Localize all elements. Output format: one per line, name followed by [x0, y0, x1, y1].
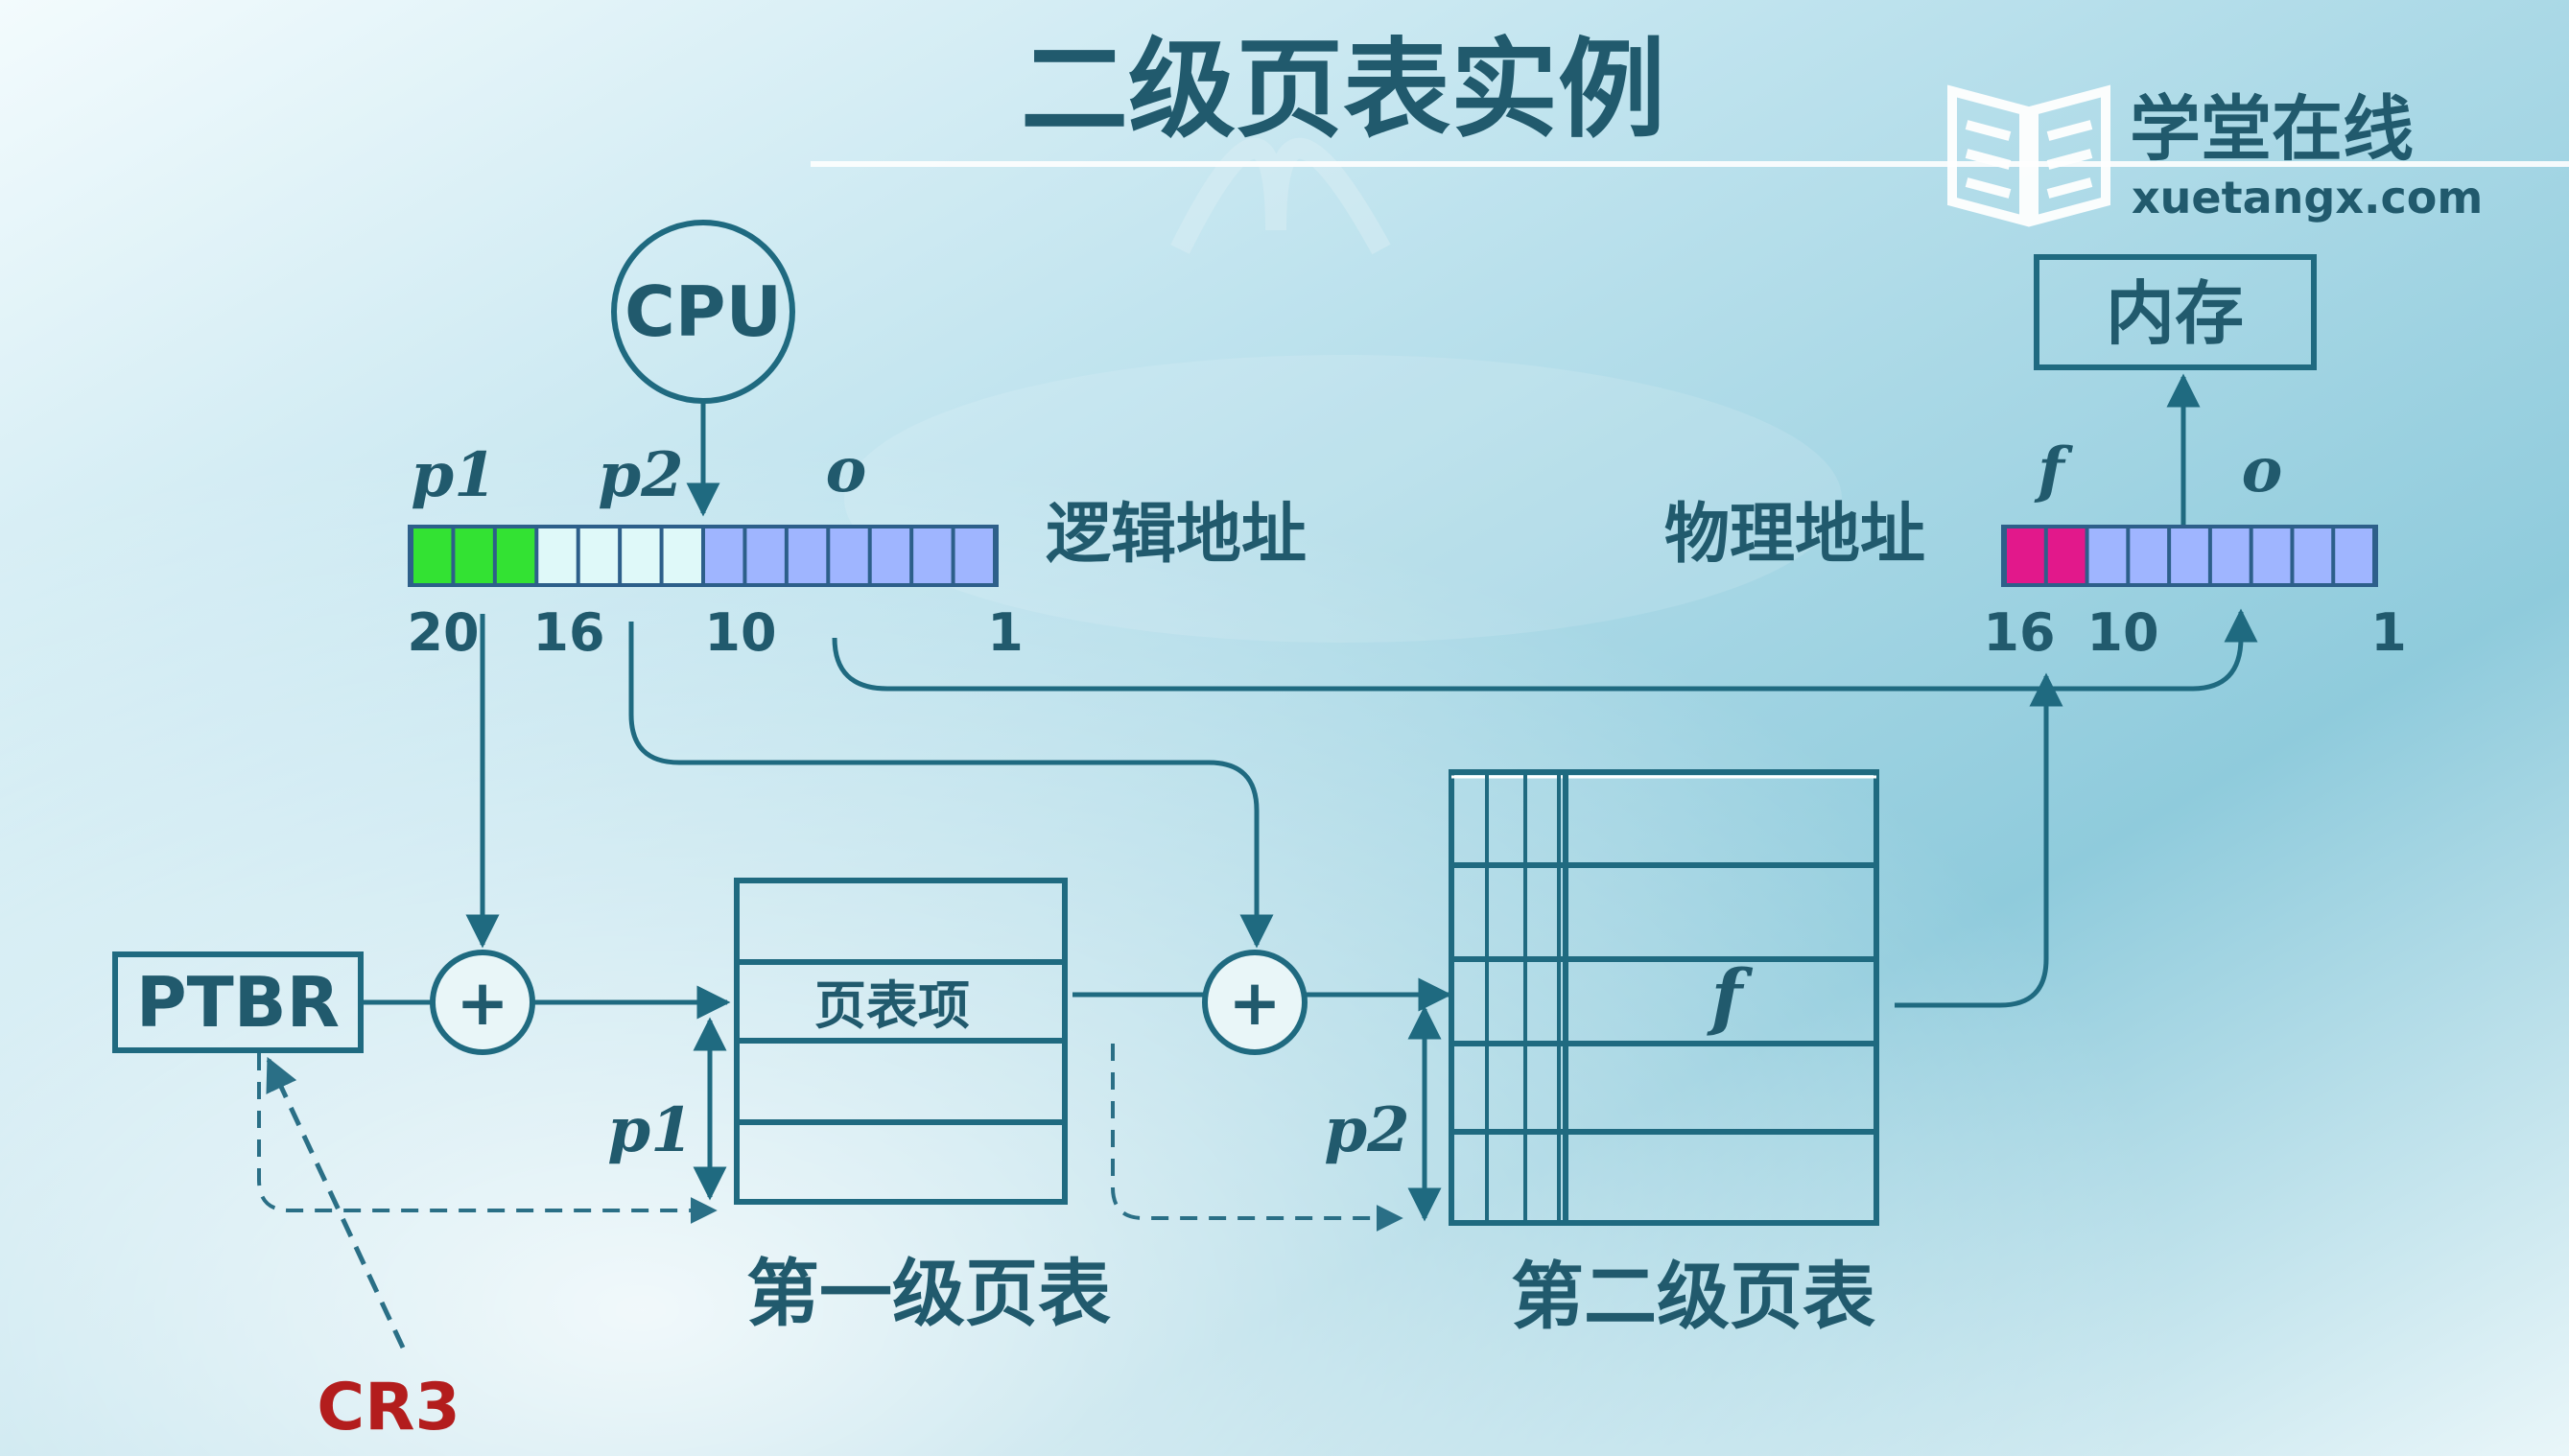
logical-address-bit — [705, 528, 743, 583]
logical-address-bit — [955, 528, 993, 583]
logo-name: 学堂在线 — [2130, 88, 2414, 171]
slide-title: 二级页表实例 — [1021, 28, 1665, 153]
p2-offset-dashed — [1111, 1044, 1403, 1232]
bit-label-1: 1 — [987, 602, 1024, 663]
physical-address-bit — [2294, 528, 2332, 583]
logical-address-bit — [579, 528, 619, 583]
adder-2-symbol: + — [1228, 966, 1281, 1040]
frame-to-physical-arrow — [1895, 672, 2063, 1008]
p2-offset-label: p2 — [1324, 1094, 1409, 1166]
bit-label-10: 10 — [704, 602, 776, 663]
physical-address-bit — [2335, 528, 2372, 583]
book-logo-icon — [1947, 84, 2110, 227]
adder-2 — [1202, 950, 1308, 1055]
bit-label-16: 16 — [532, 602, 604, 663]
ptbr-label: PTBR — [136, 962, 340, 1043]
second-table-outline — [1449, 769, 1879, 1226]
first-table-caption: 第一级页表 — [746, 1251, 1111, 1336]
bit-label-20: 20 — [407, 602, 479, 663]
physical-bit-label-10: 10 — [2086, 602, 2158, 663]
physical-bit-label-16: 16 — [1983, 602, 2055, 663]
physical-address-label: 物理地址 — [1664, 497, 1925, 573]
logical-address-bit — [788, 528, 827, 583]
physical-address-bit — [2007, 528, 2044, 583]
physical-bit-label-1: 1 — [2370, 602, 2407, 663]
logo: 学堂在线 xuetangx.com — [1947, 84, 2483, 227]
physical-field-label-o: o — [2242, 434, 2283, 506]
physical-address-bit — [2211, 528, 2250, 583]
page-table-entry-label: 页表项 — [814, 975, 970, 1036]
logical-address-bit — [622, 528, 660, 583]
cr3-label: CR3 — [317, 1370, 460, 1445]
logical-address-bit — [455, 528, 493, 583]
physical-address-register — [2001, 525, 2378, 587]
logical-address-bit — [496, 528, 535, 583]
logical-address-bit — [538, 528, 577, 583]
memory-label: 内存 — [2106, 273, 2244, 354]
logo-url: xuetangx.com — [2132, 172, 2483, 223]
logical-address-frame — [408, 525, 999, 587]
physical-address-bit — [2088, 528, 2127, 583]
logical-address-bit — [413, 528, 452, 583]
physical-address-bit — [2252, 528, 2291, 583]
logical-address-bit — [913, 528, 952, 583]
logical-address-register — [408, 525, 999, 587]
field-label-p2: p2 — [598, 439, 683, 511]
second-table-caption: 第二级页表 — [1511, 1254, 1875, 1339]
field-label-p1: p1 — [411, 439, 496, 511]
adder-1-symbol: + — [456, 966, 508, 1040]
cr3-arrow — [266, 1056, 406, 1350]
p1-offset-dashed — [257, 1053, 718, 1224]
cpu-label: CPU — [625, 271, 782, 352]
physical-address-bit — [2047, 528, 2086, 583]
p1-offset-label: p1 — [607, 1094, 693, 1166]
memory-box — [2034, 254, 2317, 370]
p2-to-adder-arrow — [628, 622, 1274, 949]
logical-address-label: 逻辑地址 — [1046, 497, 1307, 573]
logical-address-bit — [871, 528, 910, 583]
background-ellipse — [844, 355, 1842, 643]
physical-address-bit — [2130, 528, 2168, 583]
logical-address-bit — [746, 528, 785, 583]
logical-address-bit — [830, 528, 868, 583]
physical-address-bit — [2171, 528, 2208, 583]
field-label-o: o — [826, 434, 867, 506]
logical-address-bit — [663, 528, 701, 583]
first-level-page-table: 页表项 — [734, 878, 1068, 1205]
offset-copy-arrow — [832, 608, 2258, 692]
